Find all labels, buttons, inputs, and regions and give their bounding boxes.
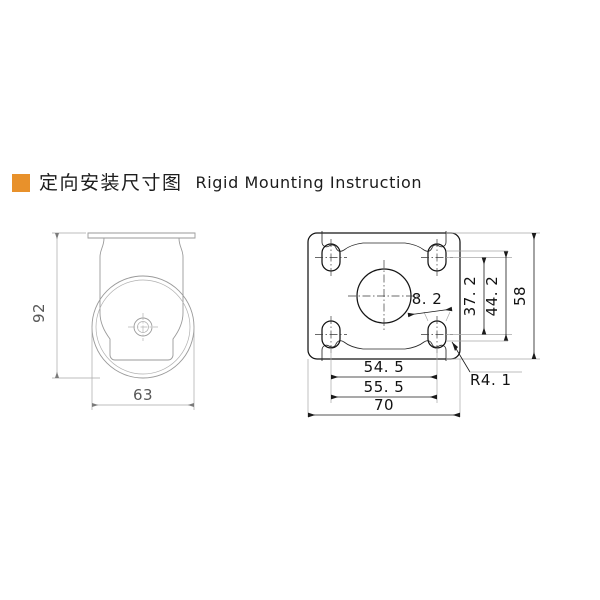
dimension-8-2: 8. 2	[407, 290, 453, 322]
section-title-english: Rigid Mounting Instruction	[195, 173, 423, 192]
section-header: 定向安装尺寸图 Rigid Mounting Instruction	[12, 168, 422, 198]
technical-drawing-canvas: 92 63	[0, 205, 600, 425]
dimension-label-44-2: 44. 2	[483, 276, 501, 317]
dimension-63: 63	[91, 327, 195, 410]
section-title-chinese: 定向安装尺寸图	[39, 171, 183, 194]
plate-inner-profile-top	[321, 231, 447, 252]
dimension-44-2: 44. 2	[446, 250, 509, 342]
dimension-label-r4-1: R4. 1	[470, 371, 512, 389]
mounting-plate-outline	[307, 232, 461, 360]
dimension-label-58: 58	[511, 286, 529, 306]
dimension-55-5: 55. 5	[331, 378, 437, 400]
caster-side-view-geometry	[87, 232, 196, 379]
dimension-label-63: 63	[133, 386, 153, 404]
dimension-70: 70	[308, 396, 460, 418]
dimension-label-55-5: 55. 5	[364, 378, 405, 396]
dimension-r4-1: R4. 1	[451, 341, 522, 389]
dimension-label-92: 92	[30, 303, 48, 323]
dimension-58: 58	[511, 233, 537, 359]
dimension-label-8-2: 8. 2	[412, 290, 443, 308]
dimension-label-54-5: 54. 5	[364, 358, 405, 376]
dimension-label-37-2: 37. 2	[461, 276, 479, 317]
dimension-37-2: 37. 2	[461, 257, 487, 335]
centre-bore	[348, 260, 420, 332]
dimension-label-70: 70	[374, 396, 394, 414]
bolt-hole-bottom-left	[315, 316, 347, 353]
bolt-hole-top-left	[315, 239, 347, 276]
orange-square-icon	[12, 174, 30, 192]
extension-lines	[307, 232, 540, 417]
dimension-54-5: 54. 5	[331, 358, 437, 380]
dimension-92: 92	[30, 232, 100, 379]
